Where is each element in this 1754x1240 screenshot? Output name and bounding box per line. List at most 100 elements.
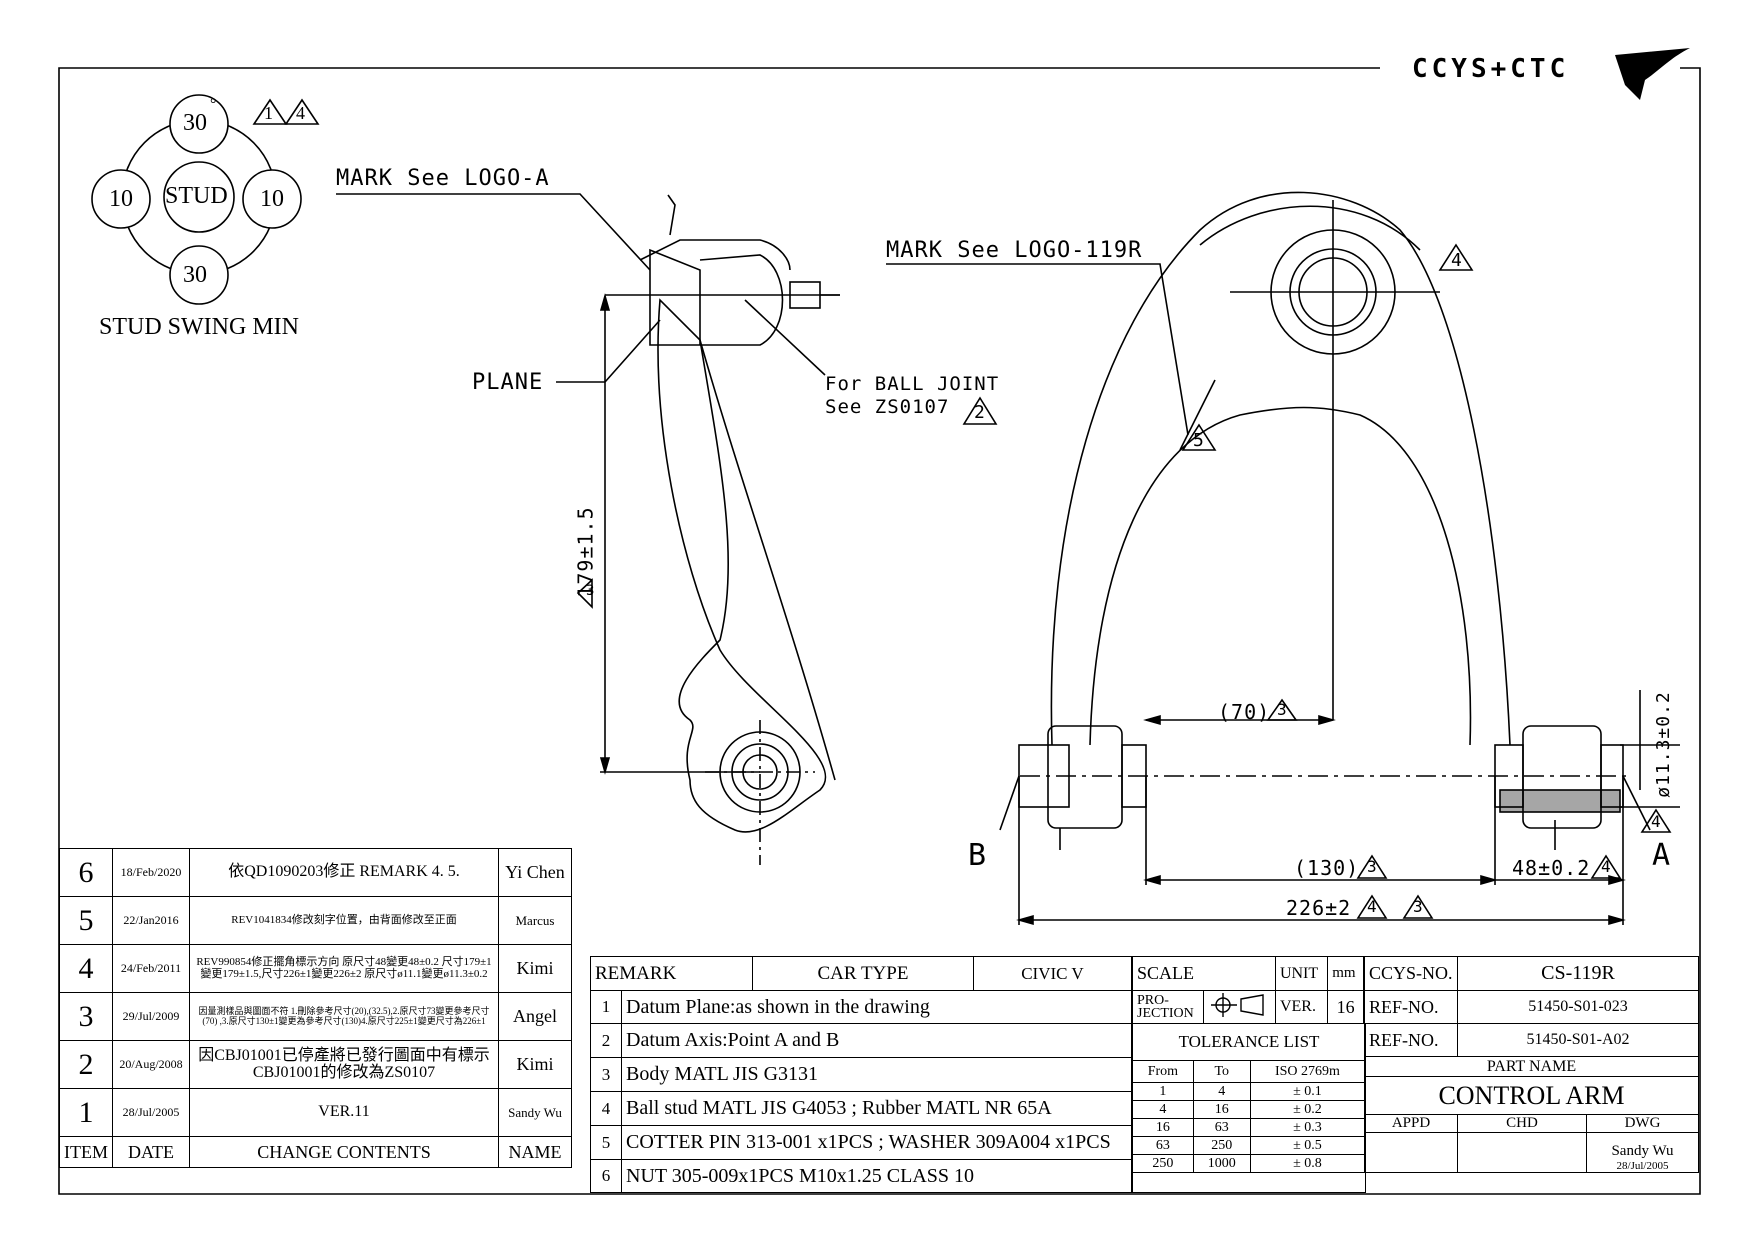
revision-name: Marcus <box>498 896 572 945</box>
revision-date: 24/Feb/2011 <box>112 944 190 993</box>
revision-change: VER.11 <box>189 1088 499 1137</box>
stud-swing-caption: STUD SWING MIN <box>99 314 299 340</box>
drawn-by-name: Sandy Wu <box>1611 1143 1674 1160</box>
remark-number: 6 <box>590 1159 622 1193</box>
ref-no-label-2: REF-NO. <box>1364 1023 1458 1057</box>
label-rev-4-top: 4 <box>1451 250 1463 271</box>
scale-label: SCALE <box>1132 956 1276 991</box>
tol-value: ± 0.1 <box>1249 1082 1366 1101</box>
remark-text: Datum Plane:as shown in the drawing <box>621 990 1132 1024</box>
revision-item: 4 <box>59 944 113 993</box>
projection-symbol-icon <box>1203 990 1276 1024</box>
revision-item: 3 <box>59 992 113 1041</box>
tol-to: 250 <box>1192 1136 1251 1155</box>
drawing-frame <box>58 67 1701 1195</box>
tol-from: 16 <box>1132 1118 1194 1137</box>
tol-from: 4 <box>1132 1100 1194 1119</box>
tol-from: 250 <box>1132 1154 1194 1173</box>
tol-from: 63 <box>1132 1136 1194 1155</box>
part-name-value: CONTROL ARM <box>1364 1076 1699 1115</box>
stud-rev-mark-1: 1 <box>264 103 273 123</box>
remark-text: Body MATL JIS G3131 <box>621 1057 1132 1092</box>
remark-text: NUT 305-009x1PCS M10x1.25 CLASS 10 <box>621 1159 1132 1193</box>
revision-name: Angel <box>498 992 572 1041</box>
label-mark-logo-119r: MARK See LOGO-119R <box>886 238 1143 263</box>
revision-header-name: NAME <box>498 1136 572 1168</box>
part-name-label: PART NAME <box>1364 1056 1699 1077</box>
stud-rev-mark-4: 4 <box>296 103 305 123</box>
revision-header-date: DATE <box>112 1136 190 1168</box>
car-type-value: CIVIC V <box>972 956 1133 991</box>
tol-header-std: ISO 2769m <box>1249 1060 1366 1083</box>
scale-table: SCALE UNIT mm PRO-JECTION VER. 16 <box>1132 956 1364 1024</box>
remark-number: 4 <box>590 1091 622 1126</box>
revision-row: 3 29/Jul/2009 因量測樣品與圖面不符 1.刪除參考尺寸(20),(3… <box>59 992 572 1041</box>
revision-header-item: ITEM <box>59 1136 113 1168</box>
revision-item: 2 <box>59 1040 113 1089</box>
remark-text: COTTER PIN 313-001 x1PCS ; WASHER 309A00… <box>621 1125 1132 1160</box>
checked-signature <box>1457 1132 1587 1173</box>
dimension-70: (70) <box>1218 700 1271 724</box>
dimension-226-rev-4: 4 <box>1367 897 1378 916</box>
projection-label: PRO-JECTION <box>1132 990 1204 1024</box>
revision-header-change: CHANGE CONTENTS <box>189 1136 499 1168</box>
tol-value: ± 0.3 <box>1249 1118 1366 1137</box>
unit-value: mm <box>1327 956 1364 991</box>
datum-point-a: A <box>1652 838 1672 873</box>
revision-date: 18/Feb/2020 <box>112 848 190 897</box>
stud-degree-mark: ° <box>210 96 217 113</box>
revision-row: 4 24/Feb/2011 REV990854修正擺角標示方向 原尺寸48變更4… <box>59 944 572 993</box>
stud-center-label: STUD <box>165 183 228 209</box>
revision-row: 2 20/Aug/2008 因CBJ01001已停產將已發行圖面中有標示CBJ0… <box>59 1040 572 1089</box>
ccys-no-label: CCYS-NO. <box>1364 956 1458 991</box>
tol-to: 1000 <box>1192 1154 1251 1173</box>
dimension-130-rev: 3 <box>1367 857 1378 876</box>
revision-date: 20/Aug/2008 <box>112 1040 190 1089</box>
revision-name: Kimi <box>498 1040 572 1089</box>
tol-to: 63 <box>1192 1118 1251 1137</box>
remark-title: REMARK <box>590 956 753 991</box>
revision-change: 因CBJ01001已停產將已發行圖面中有標示CBJ01001的修改為ZS0107 <box>189 1040 499 1089</box>
logo-emblem-icon <box>1615 48 1690 100</box>
revision-date: 29/Jul/2009 <box>112 992 190 1041</box>
revision-header-row: ITEM DATE CHANGE CONTENTS NAME <box>59 1136 572 1168</box>
remark-number: 1 <box>590 990 622 1024</box>
tol-header-from: From <box>1132 1060 1194 1083</box>
label-mark-logo-a: MARK See LOGO-A <box>336 166 550 191</box>
tol-value: ± 0.2 <box>1249 1100 1366 1119</box>
revision-date: 22/Jan2016 <box>112 896 190 945</box>
ref-no-value-1: 51450-S01-023 <box>1457 990 1699 1024</box>
dimension-48: 48±0.2 <box>1512 856 1591 880</box>
stud-angle-bottom: 30 <box>183 262 207 288</box>
tol-value: ± 0.5 <box>1249 1136 1366 1155</box>
dimension-130: (130) <box>1294 856 1360 880</box>
stud-angle-top: 30 <box>183 110 207 136</box>
approved-label: APPD <box>1364 1114 1458 1133</box>
revision-change: REV1041834修改刻字位置，由背面修改至正面 <box>189 896 499 945</box>
tol-to: 16 <box>1192 1100 1251 1119</box>
revision-name: Kimi <box>498 944 572 993</box>
label-ball-joint-rev: 2 <box>974 402 986 423</box>
revision-change: 因量測樣品與圖面不符 1.刪除參考尺寸(20),(32.5),2.原尺寸73變更… <box>189 992 499 1041</box>
revision-table: 6 18/Feb/2020 依QD1090203修正 REMARK 4. 5. … <box>59 848 572 1168</box>
version-label: VER. <box>1274 990 1329 1024</box>
ccys-no-value: CS-119R <box>1457 956 1699 991</box>
remark-number: 5 <box>590 1125 622 1160</box>
car-type-label: CAR TYPE <box>752 956 974 991</box>
revision-date: 28/Jul/2005 <box>112 1088 190 1137</box>
label-plane: PLANE <box>472 370 544 395</box>
label-ball-joint-line2: See ZS0107 <box>825 396 950 418</box>
dimension-diameter-rev: 4 <box>1651 812 1662 831</box>
revision-name: Sandy Wu <box>498 1088 572 1137</box>
dimension-diameter: ø11.3±0.2 <box>1652 691 1674 798</box>
label-rev-5: 5 <box>1193 430 1205 451</box>
tol-from: 1 <box>1132 1082 1194 1101</box>
label-ball-joint-line1: For BALL JOINT <box>825 373 1000 395</box>
dimension-226: 226±2 <box>1286 896 1352 920</box>
tolerance-title: TOLERANCE LIST <box>1178 1032 1320 1051</box>
revision-item: 6 <box>59 848 113 897</box>
revision-row: 5 22/Jan2016 REV1041834修改刻字位置，由背面修改至正面 M… <box>59 896 572 945</box>
